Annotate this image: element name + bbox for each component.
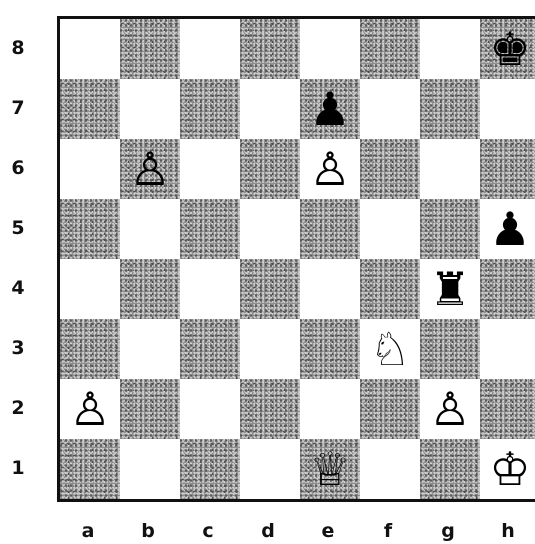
file-label-e: e bbox=[298, 520, 358, 542]
rank-label-2: 2 bbox=[8, 397, 28, 419]
square-b4[interactable] bbox=[120, 259, 180, 319]
white-king-icon[interactable]: ♔ bbox=[480, 439, 535, 499]
square-b8[interactable] bbox=[120, 19, 180, 79]
square-g7[interactable] bbox=[420, 79, 480, 139]
square-a3[interactable] bbox=[60, 319, 120, 379]
white-queen-icon[interactable]: ♕ bbox=[300, 439, 360, 499]
square-d4[interactable] bbox=[240, 259, 300, 319]
square-c2[interactable] bbox=[180, 379, 240, 439]
square-a8[interactable] bbox=[60, 19, 120, 79]
black-king-icon[interactable]: ♚ bbox=[480, 19, 535, 79]
square-f7[interactable] bbox=[360, 79, 420, 139]
square-a5[interactable] bbox=[60, 199, 120, 259]
square-c4[interactable] bbox=[180, 259, 240, 319]
square-b7[interactable] bbox=[120, 79, 180, 139]
square-f6[interactable] bbox=[360, 139, 420, 199]
square-h3[interactable] bbox=[480, 319, 535, 379]
square-g8[interactable] bbox=[420, 19, 480, 79]
square-c7[interactable] bbox=[180, 79, 240, 139]
square-d8[interactable] bbox=[240, 19, 300, 79]
square-f4[interactable] bbox=[360, 259, 420, 319]
rank-label-3: 3 bbox=[8, 337, 28, 359]
square-g5[interactable] bbox=[420, 199, 480, 259]
square-b1[interactable] bbox=[120, 439, 180, 499]
rank-label-4: 4 bbox=[8, 277, 28, 299]
square-e2[interactable] bbox=[300, 379, 360, 439]
square-h6[interactable] bbox=[480, 139, 535, 199]
rank-label-7: 7 bbox=[8, 97, 28, 119]
file-label-f: f bbox=[358, 520, 418, 542]
square-h7[interactable] bbox=[480, 79, 535, 139]
square-a4[interactable] bbox=[60, 259, 120, 319]
chess-board: ♚♟♙♙♟♜♘♙♙♕♔ bbox=[57, 16, 535, 502]
square-e3[interactable] bbox=[300, 319, 360, 379]
white-pawn-icon[interactable]: ♙ bbox=[300, 139, 360, 199]
file-label-g: g bbox=[418, 520, 478, 542]
square-c5[interactable] bbox=[180, 199, 240, 259]
square-a1[interactable] bbox=[60, 439, 120, 499]
square-g3[interactable] bbox=[420, 319, 480, 379]
square-b2[interactable] bbox=[120, 379, 180, 439]
black-pawn-icon[interactable]: ♟ bbox=[480, 199, 535, 259]
white-pawn-icon[interactable]: ♙ bbox=[120, 139, 180, 199]
square-g6[interactable] bbox=[420, 139, 480, 199]
white-knight-icon[interactable]: ♘ bbox=[360, 319, 420, 379]
black-pawn-icon[interactable]: ♟ bbox=[300, 79, 360, 139]
square-f5[interactable] bbox=[360, 199, 420, 259]
square-f1[interactable] bbox=[360, 439, 420, 499]
square-e8[interactable] bbox=[300, 19, 360, 79]
square-b3[interactable] bbox=[120, 319, 180, 379]
square-c3[interactable] bbox=[180, 319, 240, 379]
square-a7[interactable] bbox=[60, 79, 120, 139]
rank-label-8: 8 bbox=[8, 37, 28, 59]
square-d6[interactable] bbox=[240, 139, 300, 199]
square-e4[interactable] bbox=[300, 259, 360, 319]
file-label-b: b bbox=[118, 520, 178, 542]
file-label-d: d bbox=[238, 520, 298, 542]
square-f8[interactable] bbox=[360, 19, 420, 79]
white-pawn-icon[interactable]: ♙ bbox=[420, 379, 480, 439]
square-c8[interactable] bbox=[180, 19, 240, 79]
square-d3[interactable] bbox=[240, 319, 300, 379]
file-label-c: c bbox=[178, 520, 238, 542]
square-d5[interactable] bbox=[240, 199, 300, 259]
square-d1[interactable] bbox=[240, 439, 300, 499]
square-e5[interactable] bbox=[300, 199, 360, 259]
square-b5[interactable] bbox=[120, 199, 180, 259]
square-h2[interactable] bbox=[480, 379, 535, 439]
file-label-h: h bbox=[478, 520, 535, 542]
square-a6[interactable] bbox=[60, 139, 120, 199]
square-c6[interactable] bbox=[180, 139, 240, 199]
square-g1[interactable] bbox=[420, 439, 480, 499]
rank-label-5: 5 bbox=[8, 217, 28, 239]
square-d7[interactable] bbox=[240, 79, 300, 139]
square-f2[interactable] bbox=[360, 379, 420, 439]
square-h4[interactable] bbox=[480, 259, 535, 319]
white-pawn-icon[interactable]: ♙ bbox=[60, 379, 120, 439]
rank-label-6: 6 bbox=[8, 157, 28, 179]
square-d2[interactable] bbox=[240, 379, 300, 439]
file-label-a: a bbox=[58, 520, 118, 542]
square-c1[interactable] bbox=[180, 439, 240, 499]
black-rook-icon[interactable]: ♜ bbox=[420, 259, 480, 319]
rank-label-1: 1 bbox=[8, 457, 28, 479]
